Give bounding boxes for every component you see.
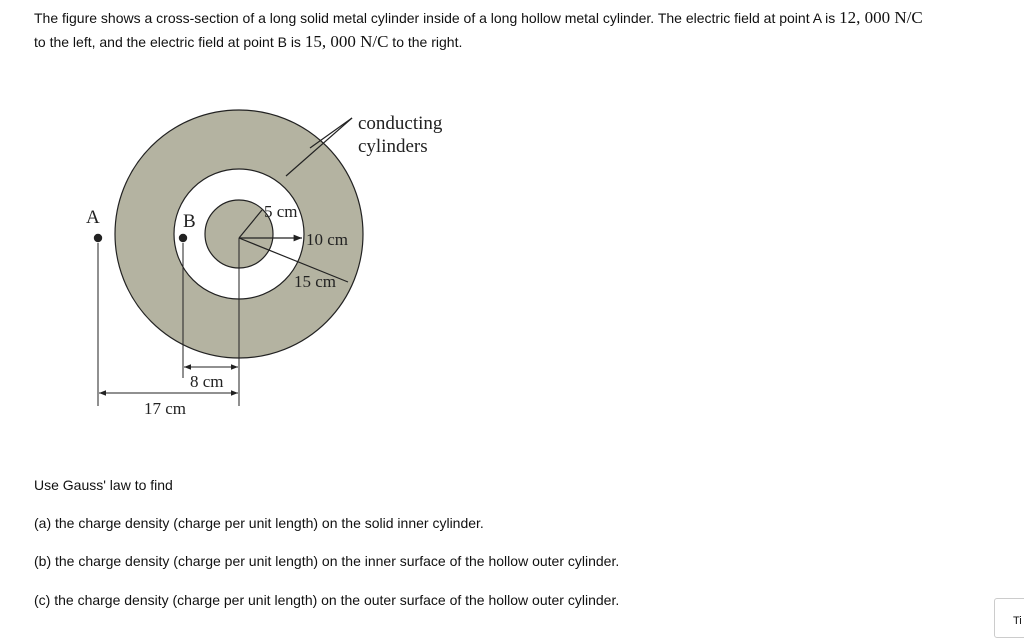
problem-statement: The figure shows a cross-section of a lo… bbox=[34, 6, 994, 54]
corner-tab-label: Ti bbox=[1013, 615, 1022, 627]
corner-tab[interactable]: Ti bbox=[994, 598, 1024, 638]
intro-text-1: The figure shows a cross-section of a lo… bbox=[34, 10, 840, 26]
radius-line-15 bbox=[238, 237, 349, 283]
conducting-label: conducting bbox=[358, 113, 443, 134]
radius-label-5: 5 cm bbox=[264, 202, 298, 221]
intro-text-3: to the right. bbox=[388, 34, 463, 50]
point-b-label: B bbox=[183, 211, 196, 232]
point-a-dot bbox=[93, 233, 103, 243]
cylinders-label: cylinders bbox=[358, 136, 428, 157]
question-c: (c) the charge density (charge per unit … bbox=[34, 592, 620, 608]
question-lead: Use Gauss' law to find bbox=[34, 477, 173, 493]
point-a-label: A bbox=[86, 207, 100, 228]
question-b: (b) the charge density (charge per unit … bbox=[34, 553, 620, 569]
radius-line-5 bbox=[238, 209, 263, 239]
distance-label-8: 8 cm bbox=[190, 372, 224, 391]
radius-label-15: 15 cm bbox=[294, 272, 336, 291]
leader-line-inner bbox=[309, 117, 353, 149]
intro-text-2: to the left, and the electric field at p… bbox=[34, 34, 305, 50]
point-b-dot bbox=[178, 233, 188, 243]
field-a-value: 12, 000 N/C bbox=[839, 8, 923, 27]
field-b-value: 15, 000 N/C bbox=[304, 32, 389, 51]
radius-label-10: 10 cm bbox=[306, 230, 348, 249]
leader-line-outer bbox=[285, 117, 353, 177]
question-a: (a) the charge density (charge per unit … bbox=[34, 515, 484, 531]
distance-label-17: 17 cm bbox=[144, 399, 186, 418]
